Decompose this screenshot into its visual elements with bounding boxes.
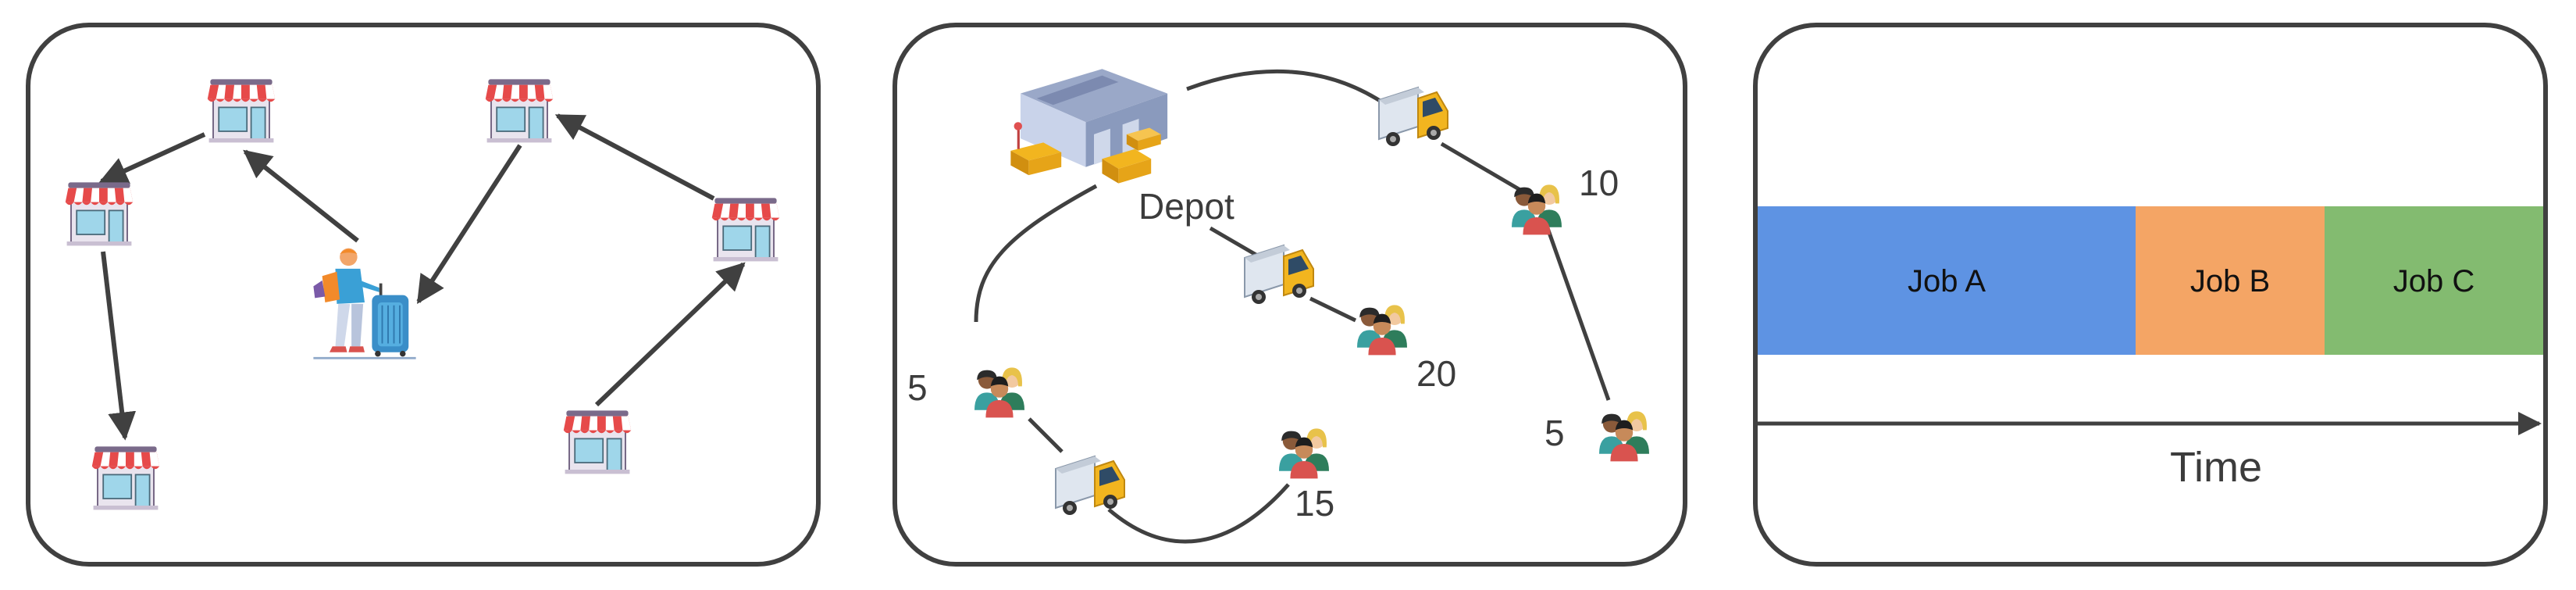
route-line	[1107, 483, 1290, 544]
route-arrow	[98, 132, 206, 184]
job-b-block	[2136, 206, 2325, 355]
demand-label: 20	[1416, 353, 1456, 394]
route-line	[1209, 226, 1260, 259]
store-icon	[64, 181, 134, 247]
route-line	[1545, 227, 1611, 401]
store-icon	[484, 78, 554, 144]
store-icon	[562, 409, 632, 475]
route-arrow	[243, 149, 359, 243]
route-line	[1440, 141, 1526, 195]
demand-label: 15	[1295, 483, 1334, 524]
panel-tsp	[26, 23, 821, 567]
job-a-block	[1758, 206, 2136, 355]
job-c-label: Job C	[2393, 264, 2475, 299]
job-c-block	[2325, 206, 2543, 355]
route-line	[1028, 417, 1064, 453]
route-line	[974, 184, 1098, 323]
job-a-label: Job A	[1908, 264, 1986, 299]
route-line	[1186, 69, 1390, 109]
route-line	[1309, 296, 1357, 323]
store-icon	[206, 78, 276, 144]
store-icon	[91, 445, 161, 511]
panel-vrp: Depot 10 20 5 15 5	[893, 23, 1687, 567]
job-b-label: Job B	[2190, 264, 2270, 299]
route-arrow	[554, 113, 715, 201]
depot-label: Depot	[1138, 186, 1235, 227]
demand-label: 5	[907, 367, 928, 408]
panel-schedule: Job A Job B Job C Time	[1753, 23, 2548, 567]
route-arrow	[416, 144, 522, 305]
panel-vrp-frame	[893, 23, 1687, 567]
demand-label: 10	[1579, 163, 1619, 203]
demand-label: 5	[1545, 413, 1565, 453]
store-icon	[711, 197, 781, 263]
route-arrow	[101, 251, 137, 441]
route-arrow	[594, 262, 746, 407]
time-axis-label: Time	[2170, 444, 2262, 491]
